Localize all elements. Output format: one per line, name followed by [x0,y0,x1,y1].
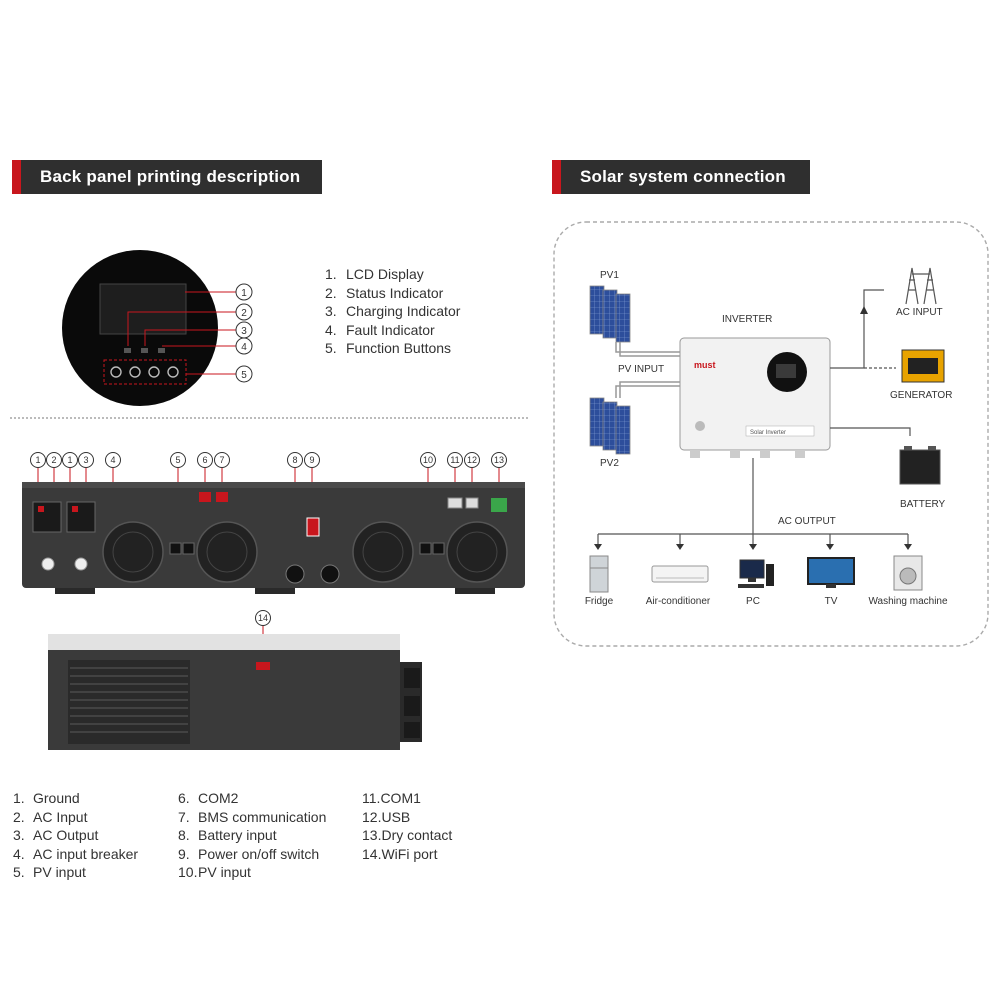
side-view-illustration: 14 [48,610,422,750]
load-label: Washing machine [868,596,948,607]
function-button [148,366,160,378]
washing-machine-icon [893,555,923,591]
section-divider [10,417,528,419]
callout-number: 1 [67,455,72,465]
pv-input-label: PV INPUT [618,364,664,375]
back-panel-illustration: 1 2 1 3 4 5 6 7 8 9 10 11 12 13 [22,452,525,594]
solar-system-diagram: PV1 PV2 PV INPUT INVERTER must Solar Inv… [553,221,989,647]
front-panel-list: 1.LCD Display 2.Status Indicator 3.Charg… [325,265,460,358]
list-item: 3.AC Output [13,827,99,843]
power-switch [306,517,320,537]
list-item: 9.Power on/off switch [178,845,320,862]
back-panel-list-col3: 11.COM1 12.USB 13.Dry contact 14.WiFi po… [362,789,452,863]
list-item: 6.COM2 [178,790,239,806]
ac-input-label: AC INPUT [896,307,943,318]
inverter-model: Solar Inverter [750,430,786,436]
list-item: 4.AC input breaker [13,845,139,862]
callout-number: 13 [494,455,504,465]
list-item: 13.Dry contact [362,827,453,843]
list-item: 8.Battery input [178,827,277,843]
back-panel-list-col2: 6.COM2 7.BMS communication 8.Battery inp… [178,789,326,882]
battery-icon [899,446,941,485]
back-panel-header: Back panel printing description [12,160,322,194]
list-item: 2.AC Input [13,808,88,825]
load-label: Fridge [585,596,614,607]
list-item: 12.USB [362,808,411,825]
ac-output-label: AC OUTPUT [778,516,836,527]
callout-number: 5 [241,370,247,381]
list-item: 1.LCD Display [325,266,424,282]
wifi-port [256,662,270,670]
side-vent-grill [68,660,190,744]
solar-system-header: Solar system connection [552,160,810,194]
callout-number: 1 [241,288,247,299]
callout-number: 4 [241,342,247,353]
callout-number: 2 [241,308,247,319]
callout-number: 3 [83,455,88,465]
callout-number: 9 [309,455,314,465]
load-label: Air-conditioner [646,596,711,607]
side-top-cover [48,634,400,650]
pv2-label: PV2 [600,458,619,469]
list-item: 1.Ground [13,790,80,806]
battery-label: BATTERY [900,499,946,510]
air-conditioner-icon [651,565,709,583]
pv1-label: PV1 [600,270,619,281]
list-item: 14.WiFi port [362,845,438,862]
power-tower-icon [905,267,937,305]
tv-icon [807,557,855,588]
solar-panel-icon [589,285,631,343]
callout-number: 4 [110,455,115,465]
list-item: 11.COM1 [362,790,421,806]
inverter-label: INVERTER [722,314,772,325]
fridge-icon [589,555,609,593]
callout-number: 14 [258,613,268,623]
front-panel-illustration: 1 2 3 4 5 [62,250,253,406]
list-item: 7.BMS communication [178,808,327,825]
list-item: 2.Status Indicator [325,284,444,301]
cooling-fan [352,521,414,583]
callout-number: 7 [219,455,224,465]
callout-number: 10 [423,455,433,465]
list-item: 4.Fault Indicator [325,321,435,338]
generator-label: GENERATOR [890,390,952,401]
diagram-frame [553,221,989,647]
callout-number: 2 [51,455,56,465]
cooling-fan [102,521,164,583]
function-button [167,366,179,378]
inverter-icon [679,337,831,458]
callout-number: 1 [35,455,40,465]
inverter-brand: must [694,360,716,370]
function-button [110,366,122,378]
callout-number: 11 [450,455,459,465]
solar-panel-icon [589,397,631,455]
callout-number: 3 [241,326,247,337]
function-button [129,366,141,378]
pc-icon [738,559,774,588]
list-item: 5.PV input [13,864,86,880]
lcd-display [99,283,187,335]
cooling-fan [196,521,258,583]
callout-number: 5 [175,455,180,465]
list-item: 3.Charging Indicator [325,303,461,319]
load-label: PC [746,596,760,607]
generator-icon [901,349,945,383]
list-item: 10.PV input [178,864,251,880]
callout-number: 12 [467,455,477,465]
callout-number: 6 [202,455,207,465]
load-label: TV [825,596,838,607]
cooling-fan [446,521,508,583]
back-panel-list-col1: 1.Ground 2.AC Input 3.AC Output 4.AC inp… [13,789,138,882]
list-item: 5.Function Buttons [325,340,452,356]
callout-number: 8 [292,455,297,465]
